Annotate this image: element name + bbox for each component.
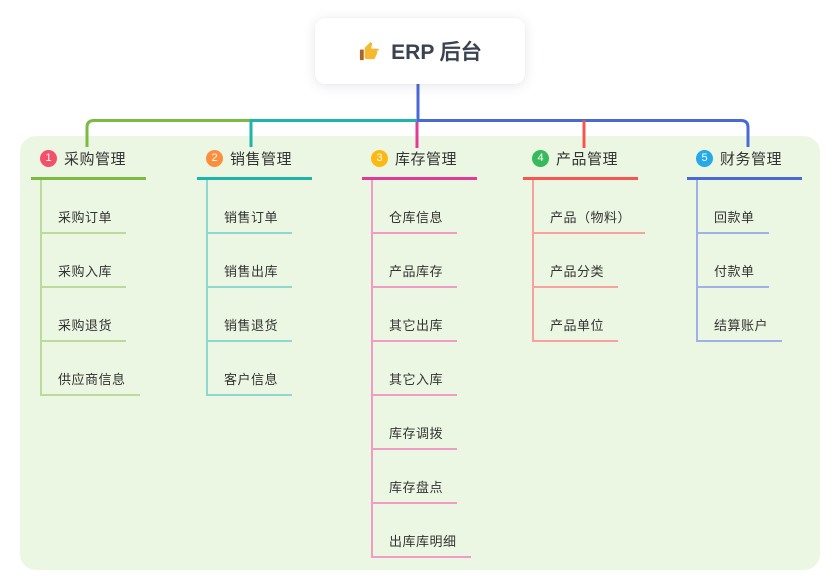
child-item: 库存调拨 — [373, 396, 471, 450]
branch-number-badge: 4 — [532, 150, 549, 167]
branch-number-badge: 3 — [371, 150, 388, 167]
child-item: 付款单 — [698, 234, 782, 288]
child-item: 销售退货 — [208, 288, 293, 342]
child-item: 出库库明细 — [373, 504, 471, 558]
child-item: 销售订单 — [208, 180, 293, 234]
branch-title: 销售管理 — [230, 151, 293, 168]
child-item: 销售出库 — [208, 234, 293, 288]
branch-title: 采购管理 — [64, 151, 127, 168]
child-item: 客户信息 — [208, 342, 293, 396]
branch-title: 财务管理 — [720, 151, 783, 168]
child-item: 回款单 — [698, 180, 782, 234]
branch-finance-heading: 5 财务管理 — [687, 148, 803, 180]
child-item: 其它入库 — [373, 342, 471, 396]
branch-purchase-children: 采购订单 采购入库 采购退货 供应商信息 — [40, 180, 140, 396]
branch-purchase-heading: 1 采购管理 — [31, 148, 147, 180]
child-item: 产品单位 — [534, 288, 645, 342]
branch-sales-children: 销售订单 销售出库 销售退货 客户信息 — [206, 180, 293, 396]
child-item: 产品分类 — [534, 234, 645, 288]
child-item: 产品（物料） — [534, 180, 646, 234]
thumbs-up-icon — [358, 40, 381, 63]
child-item: 产品库存 — [373, 234, 471, 288]
child-item: 仓库信息 — [373, 180, 471, 234]
child-item: 采购订单 — [42, 180, 140, 234]
branch-product: 4 产品管理 产品（物料） 产品分类 产品单位 — [523, 148, 646, 342]
mindmap-canvas — [20, 136, 820, 570]
branch-inventory: 3 库存管理 仓库信息 产品库存 其它出库 其它入库 库存调拨 库存盘点 出库库… — [362, 148, 478, 558]
branch-finance: 5 财务管理 回款单 付款单 结算账户 — [687, 148, 803, 342]
root-title: ERP 后台 — [391, 41, 482, 64]
child-item: 库存盘点 — [373, 450, 471, 504]
branch-inventory-children: 仓库信息 产品库存 其它出库 其它入库 库存调拨 库存盘点 出库库明细 — [371, 180, 471, 558]
branch-inventory-heading: 3 库存管理 — [362, 148, 478, 180]
branch-sales: 2 销售管理 销售订单 销售出库 销售退货 客户信息 — [197, 148, 313, 396]
root-node: ERP 后台 — [315, 18, 525, 84]
branch-product-children: 产品（物料） 产品分类 产品单位 — [532, 180, 646, 342]
branch-number-badge: 5 — [696, 150, 713, 167]
child-item: 结算账户 — [698, 288, 783, 342]
branch-title: 产品管理 — [556, 151, 619, 168]
branch-number-badge: 1 — [40, 150, 57, 167]
child-item: 采购退货 — [42, 288, 140, 342]
child-item: 采购入库 — [42, 234, 140, 288]
branch-title: 库存管理 — [395, 151, 458, 168]
branch-product-heading: 4 产品管理 — [523, 148, 639, 180]
branch-finance-children: 回款单 付款单 结算账户 — [696, 180, 783, 342]
child-item: 供应商信息 — [42, 342, 140, 396]
child-item: 其它出库 — [373, 288, 471, 342]
branch-purchase: 1 采购管理 采购订单 采购入库 采购退货 供应商信息 — [31, 148, 147, 396]
branch-sales-heading: 2 销售管理 — [197, 148, 313, 180]
branch-number-badge: 2 — [206, 150, 223, 167]
